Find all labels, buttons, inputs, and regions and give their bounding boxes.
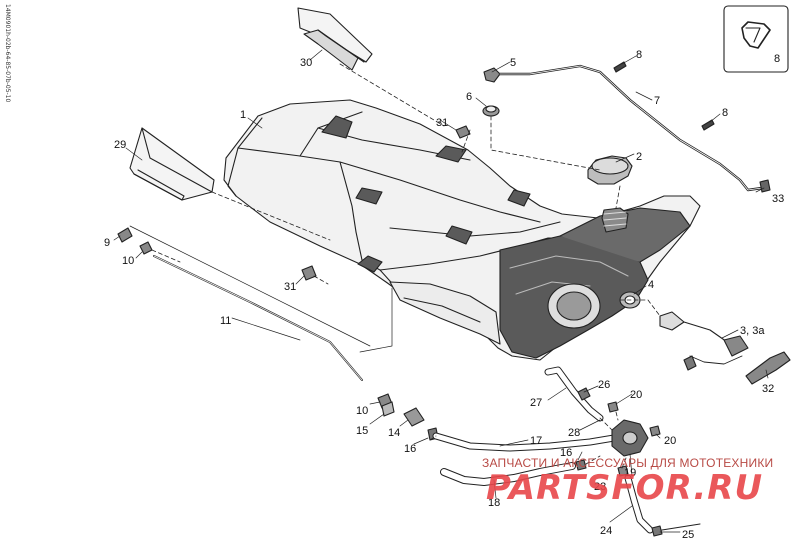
callout-leader-lines [113,49,769,533]
callout-3-3a: 3, 3a [740,325,765,337]
callout-26: 26 [598,379,610,391]
part-7-vent-hose [498,64,764,192]
callout-32: 32 [762,383,774,395]
callout-9: 9 [104,237,110,249]
callout-6: 6 [466,91,472,103]
part-20-nut-right [649,425,661,437]
callout-5: 5 [510,57,516,69]
callout-8-inset: 8 [774,53,780,65]
callout-30: 30 [300,57,312,69]
drawing-code: 14M0901h-02b-64-85-07b-05-10 [4,4,11,103]
callout-7: 7 [654,95,660,107]
callout-29: 29 [114,139,126,151]
part-25-clamp [651,525,663,537]
part-30-deflector [297,7,373,63]
part-14-fitting [403,407,425,427]
handle-mid-2 [507,189,531,207]
callout-16-left: 16 [404,443,416,455]
part-9-fitting [117,227,133,243]
callout-10-upper: 10 [122,255,134,267]
callout-8-upper: 8 [636,49,642,61]
handle-top-1 [321,115,353,139]
callout-33: 33 [772,193,784,205]
part-11-fuel-line [153,255,363,381]
watermark-caption: ЗАПЧАСТИ И АКСЕССУАРЫ ДЛЯ МОТОТЕХНИКИ [482,456,774,470]
handle-top-2 [435,145,467,163]
callout-25: 25 [682,529,694,541]
part-32-sleeve [745,351,791,385]
callout-17: 17 [530,435,542,447]
callout-31-lower: 31 [284,281,296,293]
assembly-leader-lines [151,63,661,469]
part-8-clamp-b [701,119,715,131]
part-3-sensor [659,311,685,331]
part-31-nut-upper [455,125,471,139]
callout-27: 27 [530,397,542,409]
callout-11: 11 [220,315,231,327]
callout-24: 24 [600,525,612,537]
handle-mid-1 [355,187,383,205]
callout-16-right: 16 [560,447,572,459]
part-5-fitting [483,67,501,83]
inset-box-part-8 [723,5,789,73]
callout-23: 23 [594,481,606,493]
callout-20-upper: 20 [630,389,642,401]
callout-31-upper: 31 [436,117,448,129]
part-23-nut [617,465,629,477]
handle-low [357,255,383,273]
callout-10-lower: 10 [356,405,368,417]
callout-19: 19 [624,467,636,479]
part-15-washer [381,401,395,417]
callout-20-right: 20 [664,435,676,447]
callout-8-middle: 8 [722,107,728,119]
callout-4: 4 [648,279,654,291]
part-8-clamp-a [613,61,627,73]
part-20-nut-upper [607,401,619,413]
callout-15: 15 [356,425,368,437]
callout-28: 28 [568,427,580,439]
watermark-logo: PARTSFOR.RU [486,468,764,508]
part-31-nut-lower [301,265,317,281]
part-33-connector [759,179,771,193]
tank-lower-tray [389,281,501,345]
part-16-clamp-right [575,459,587,471]
callout-2: 2 [636,151,642,163]
callout-14: 14 [388,427,400,439]
callout-18: 18 [488,497,500,509]
callout-1: 1 [240,109,246,121]
handle-mid-3 [445,225,473,245]
